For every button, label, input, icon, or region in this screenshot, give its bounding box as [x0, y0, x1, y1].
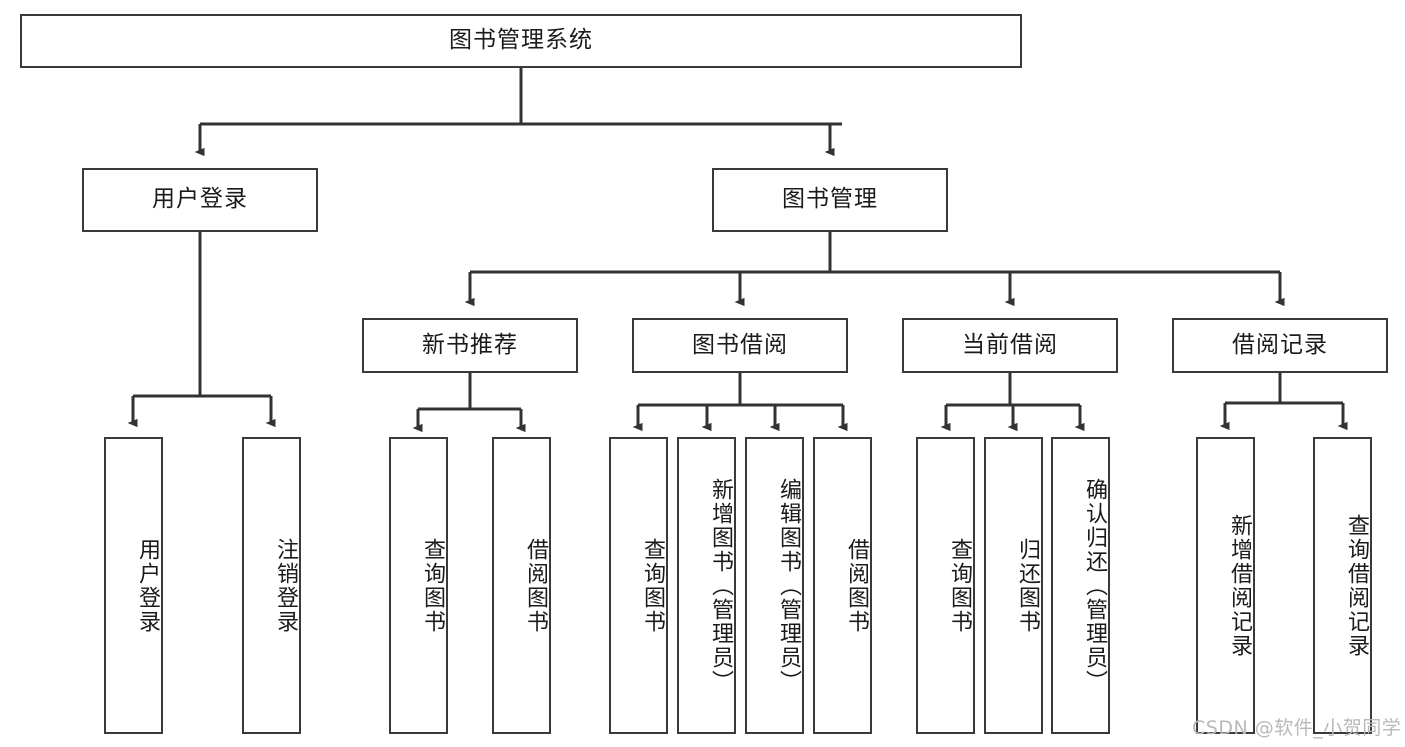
node-label: 新书推荐 — [422, 331, 518, 358]
node-label: 图书借阅 — [692, 331, 788, 358]
node-leaf-book-borrow-edit[interactable]: 编辑图书（管理员） — [745, 437, 804, 734]
node-label: 新增图书（管理员） — [708, 477, 733, 694]
node-leaf-borrow-record-add[interactable]: 新增借阅记录 — [1196, 437, 1255, 734]
node-label: 借阅记录 — [1232, 331, 1328, 358]
node-label: 归还图书 — [1015, 537, 1040, 634]
node-label: 用户登录 — [135, 537, 160, 634]
node-leaf-book-borrow-add[interactable]: 新增图书（管理员） — [677, 437, 736, 734]
node-borrow-record[interactable]: 借阅记录 — [1172, 318, 1388, 373]
node-label: 查询图书 — [420, 537, 445, 634]
node-label: 编辑图书（管理员） — [776, 477, 801, 694]
csdn-watermark: CSDN @软件_小贺同学 — [1192, 717, 1402, 739]
node-leaf-current-borrow-query[interactable]: 查询图书 — [916, 437, 975, 734]
node-label: 查询借阅记录 — [1344, 513, 1369, 658]
node-leaf-new-book-query[interactable]: 查询图书 — [389, 437, 448, 734]
node-book-management[interactable]: 图书管理 — [712, 168, 948, 232]
node-leaf-current-borrow-confirm-return[interactable]: 确认归还（管理员） — [1051, 437, 1110, 734]
node-label: 图书管理 — [782, 186, 878, 213]
node-label: 新增借阅记录 — [1227, 513, 1252, 658]
node-user-login[interactable]: 用户登录 — [82, 168, 318, 232]
node-leaf-book-borrow-query[interactable]: 查询图书 — [609, 437, 668, 734]
node-new-book-recommend[interactable]: 新书推荐 — [362, 318, 578, 373]
node-leaf-user-login-login[interactable]: 用户登录 — [104, 437, 163, 734]
node-label: 借阅图书 — [523, 537, 548, 634]
node-label: 当前借阅 — [962, 331, 1058, 358]
node-label: 查询图书 — [640, 537, 665, 634]
node-label: 注销登录 — [273, 537, 298, 634]
node-root-book-management-system[interactable]: 图书管理系统 — [20, 14, 1022, 68]
node-label: 查询图书 — [947, 537, 972, 634]
node-current-borrow[interactable]: 当前借阅 — [902, 318, 1118, 373]
node-leaf-book-borrow-borrow[interactable]: 借阅图书 — [813, 437, 872, 734]
node-book-borrow[interactable]: 图书借阅 — [632, 318, 848, 373]
node-leaf-new-book-borrow[interactable]: 借阅图书 — [492, 437, 551, 734]
node-leaf-current-borrow-return[interactable]: 归还图书 — [984, 437, 1043, 734]
node-label: 借阅图书 — [844, 537, 869, 634]
node-leaf-borrow-record-query[interactable]: 查询借阅记录 — [1313, 437, 1372, 734]
node-label: 图书管理系统 — [449, 27, 593, 54]
node-label: 用户登录 — [152, 186, 248, 213]
node-label: 确认归还（管理员） — [1082, 477, 1107, 694]
node-leaf-user-login-logout[interactable]: 注销登录 — [242, 437, 301, 734]
